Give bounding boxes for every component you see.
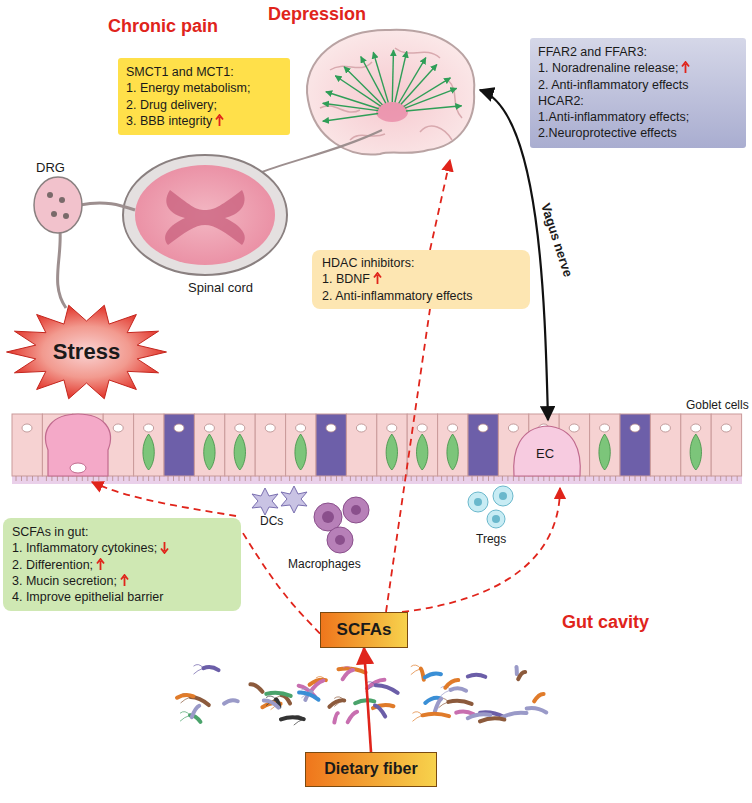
box-heading: SMCT1 and MCT1: — [126, 65, 234, 79]
box-text: 2.Neuroprotective effects — [538, 126, 677, 140]
box-text: 2. Anti-inflammatory effects — [538, 78, 689, 92]
box-text: 2. Differention; — [12, 558, 93, 572]
spinal-cord-drawing — [123, 155, 287, 275]
flow-connector — [364, 648, 371, 752]
gut-epithelium — [12, 414, 742, 484]
decrease-arrow — [160, 541, 169, 554]
fiber-box: Dietary fiber — [305, 752, 437, 787]
box-text: 1. Inflammatory cytokines; — [12, 541, 157, 555]
cell-label: Tregs — [476, 532, 506, 546]
text-line: 3. Mucin secretion; — [12, 573, 232, 589]
box-text: 2. Drug delivery; — [126, 98, 217, 112]
drg-drawing — [34, 177, 135, 308]
text-line: Stress — [53, 338, 120, 367]
gut-effects-box: SCFAs in gut: 1. Inflammatory cytokines; 2… — [3, 518, 241, 611]
flow-connector — [386, 309, 430, 612]
region-title: Gut cavity — [562, 612, 649, 633]
brain-drawing — [307, 30, 474, 155]
box-text: 3. Mucin secretion; — [12, 574, 117, 588]
box-text: 1. Energy metabolism; — [126, 81, 250, 95]
cell-label: Macrophages — [288, 557, 361, 571]
cell-label: DCs — [260, 514, 283, 528]
cell-label: EC — [536, 446, 554, 461]
scfa-box: SCFAs — [320, 612, 408, 648]
scfa-epithelium-arrow — [92, 482, 236, 516]
box-text: HCAR2: — [538, 94, 584, 108]
stress-burst: Stress — [4, 302, 169, 402]
box-text: 3. BBB integrity — [126, 114, 212, 128]
receptor-box: FFAR2 and FFAR3: 1. Noradrenaline release… — [530, 38, 746, 148]
region-title: Chronic pain — [108, 16, 218, 37]
gut-bacteria — [177, 665, 546, 726]
box-text: 4. Improve epithelial barrier — [12, 590, 163, 604]
increase-arrow — [681, 61, 690, 74]
box-heading: HDAC inhibitors: — [322, 256, 414, 270]
flow-connector — [241, 530, 320, 634]
text-line: SCFAs in gut: — [12, 524, 232, 540]
text-line: HCAR2: — [538, 93, 738, 109]
box-text: SCFAs — [337, 620, 392, 639]
increase-arrow — [96, 558, 105, 571]
box-text: Dietary fiber — [324, 760, 417, 777]
text-line: 2. Anti-inflammatory effects — [538, 77, 738, 93]
transporter-box: SMCT1 and MCT1: 1. Energy metabolism; 2. D… — [118, 58, 290, 135]
box-text: 2. Anti-inflammatory effects — [322, 289, 473, 303]
text-line: 1.Anti-inflammatory effects; — [538, 109, 738, 125]
text-line: 1. Energy metabolism; — [126, 80, 282, 96]
text-line: 1. Noradrenaline release; — [538, 60, 738, 76]
increase-arrow — [215, 114, 224, 127]
box-text: 1. BDNF — [322, 272, 370, 286]
text-line: 2. Drug delivery; — [126, 97, 282, 113]
text-line: 2. Anti-inflammatory effects — [322, 288, 520, 304]
scfa-brain-arrow — [430, 160, 450, 250]
box-text: 1. Noradrenaline release; — [538, 61, 678, 75]
scfa-ec-arrow — [402, 488, 560, 612]
text-line: 4. Improve epithelial barrier — [12, 589, 232, 605]
text-line: SMCT1 and MCT1: — [126, 64, 282, 80]
box-text: Stress — [53, 339, 120, 364]
dendritic-cells — [252, 486, 307, 515]
increase-arrow — [120, 574, 129, 587]
nerve-label: Vagus nerve — [537, 199, 576, 280]
nerve-fiber — [262, 130, 382, 172]
region-title: Depression — [268, 4, 366, 25]
text-line: HDAC inhibitors: — [322, 255, 520, 271]
text-line: SCFAs — [327, 619, 401, 641]
box-heading: FFAR2 and FFAR3: — [538, 45, 647, 59]
increase-arrow — [373, 272, 382, 285]
box-heading: SCFAs in gut: — [12, 525, 88, 539]
box-text: 1.Anti-inflammatory effects; — [538, 110, 689, 124]
part-label: DRG — [36, 160, 65, 175]
text-line: 2.Neuroprotective effects — [538, 125, 738, 141]
text-line: 3. BBB integrity — [126, 113, 282, 129]
treg-cells — [468, 486, 513, 528]
macrophage-cells — [314, 497, 369, 553]
text-line: 2. Differention; — [12, 557, 232, 573]
cell-label: Goblet cells — [686, 398, 749, 412]
text-line: FFAR2 and FFAR3: — [538, 44, 738, 60]
part-label: Spinal cord — [188, 280, 253, 295]
text-line: 1. Inflammatory cytokines; — [12, 540, 232, 556]
text-line: Dietary fiber — [312, 759, 430, 780]
text-line: 1. BDNF — [322, 271, 520, 287]
hdac-box: HDAC inhibitors: 1. BDNF 2. Anti-inflammat… — [312, 250, 530, 309]
